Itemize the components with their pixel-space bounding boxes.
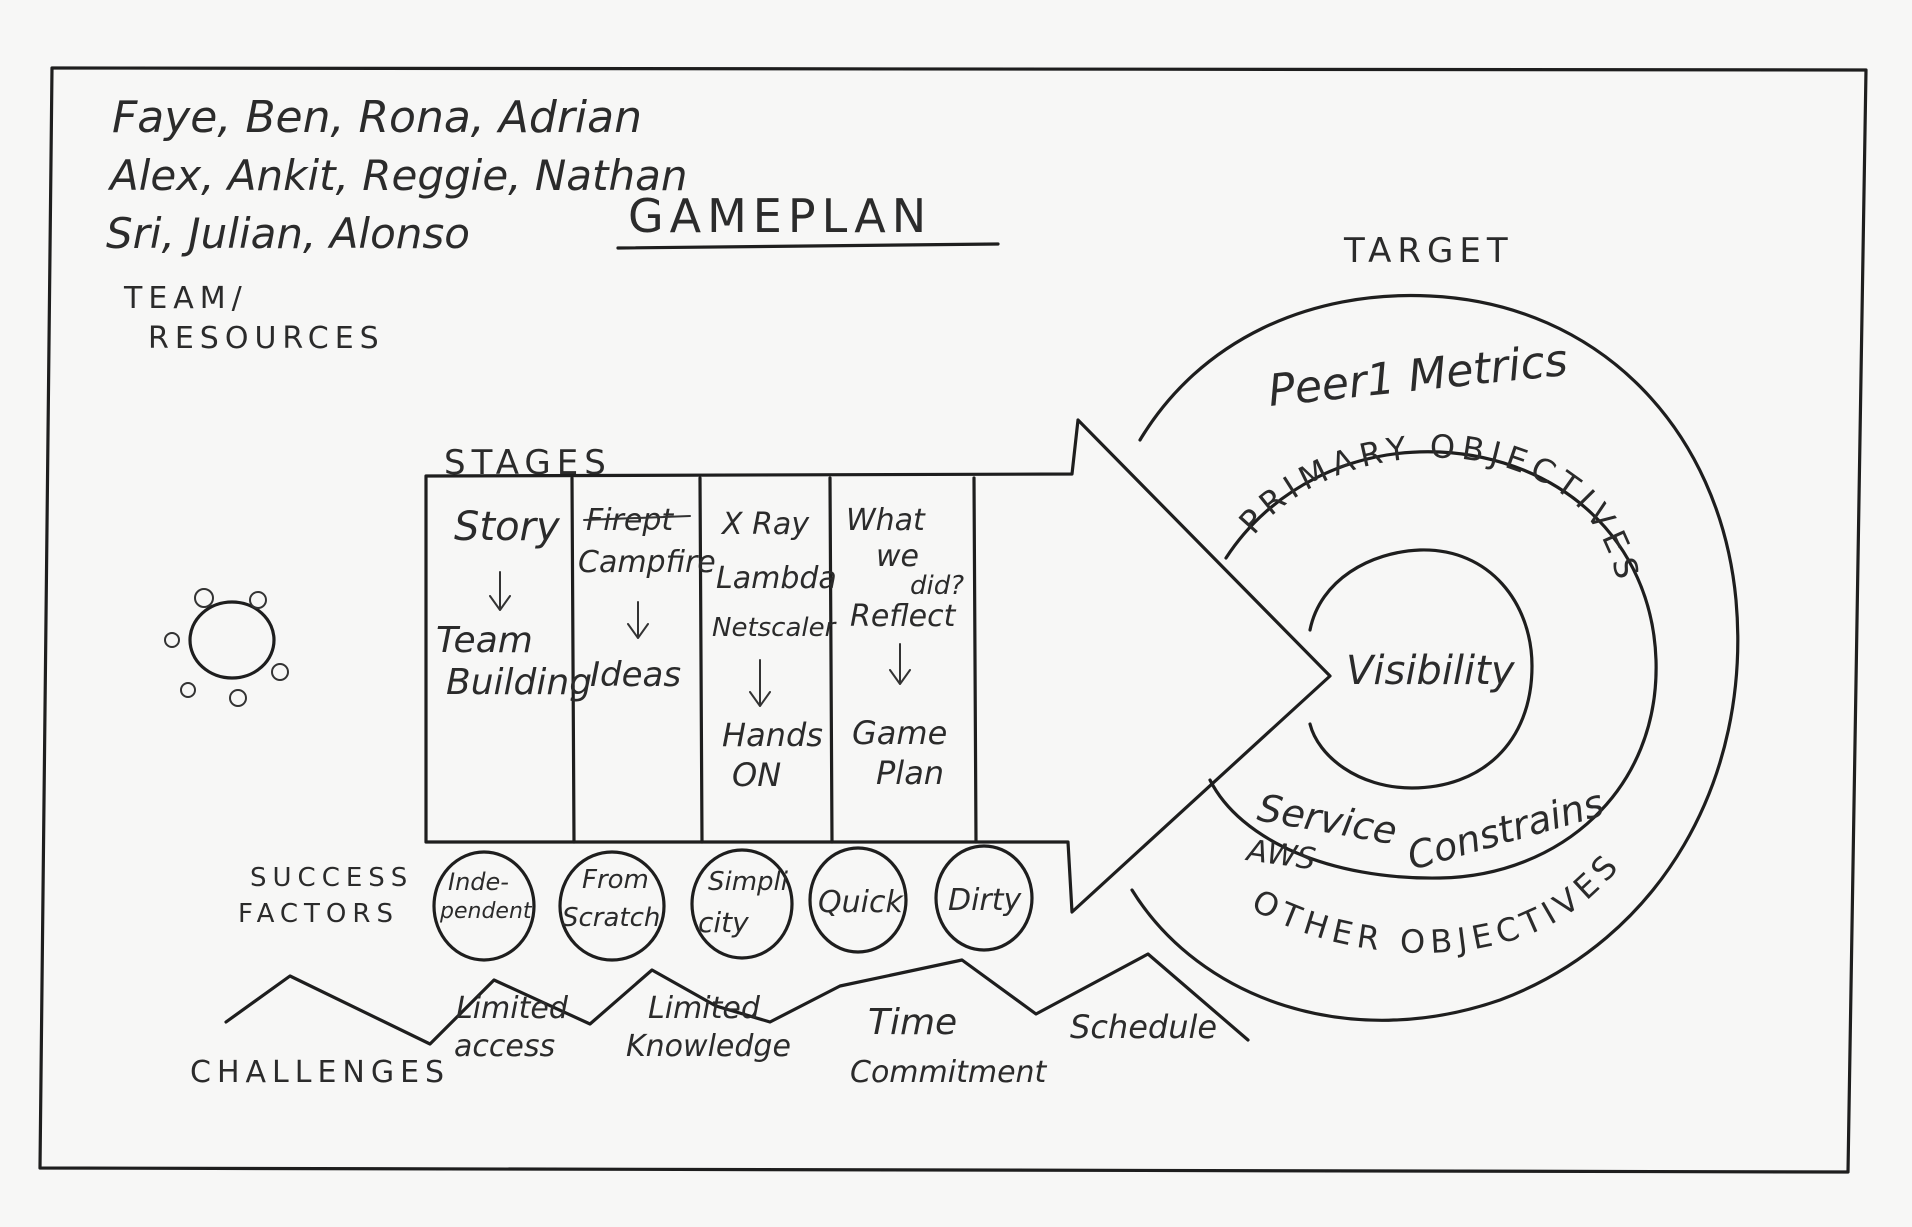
stage-4-bottom-2: Plan (876, 754, 944, 792)
challenge-3: Time Commitment (850, 1002, 1048, 1090)
challenge-4: Schedule (1070, 1008, 1217, 1046)
team-label-line-1: TEAM/ (123, 281, 248, 316)
success-factor-1: Inde- pendent (432, 850, 536, 962)
challenge-1: Limited access (454, 991, 569, 1064)
stage-2-top: Campfire (578, 545, 716, 580)
down-arrow-icon (889, 643, 911, 685)
team-line-1: Faye, Ben, Rona, Adrian (112, 92, 642, 143)
stage-column-3: X Ray Lambda Netscaler Hands ON (712, 507, 838, 794)
challenge-2-line-1: Limited (648, 991, 761, 1026)
down-arrow-icon (627, 601, 649, 639)
challenge-2-line-2: Knowledge (626, 1029, 791, 1064)
stage-4-bottom-1: Game (852, 714, 947, 752)
success-factor-3-line-2: city (698, 906, 749, 939)
challenges-label: CHALLENGES (190, 1055, 450, 1090)
success-factor-3-line-1: Simpli (708, 867, 789, 897)
stage-dividers (570, 476, 978, 844)
target-label: TARGET (1343, 231, 1514, 271)
down-arrow-icon (489, 571, 511, 611)
stage-3-top-3: Netscaler (712, 613, 838, 643)
outer-ring-label: Peer1 Metrics (1266, 335, 1570, 417)
page-frame (38, 66, 1868, 1174)
stage-2-bottom: Ideas (590, 655, 681, 695)
inner-ring (1308, 548, 1534, 790)
stage-3-top-2: Lambda (716, 561, 837, 596)
success-factor-5-line-1: Dirty (948, 883, 1023, 918)
challenge-1-line-1: Limited (456, 991, 569, 1026)
middle-ring (1208, 450, 1658, 880)
stage-4-top-3: did? (910, 571, 964, 601)
page-title: GAMEPLAN (628, 189, 932, 243)
down-arrow-icon (749, 659, 771, 707)
stage-column-1: Story Team Building (436, 504, 592, 703)
outer-ring (1130, 293, 1740, 1022)
stage-1-bottom-1: Team (436, 620, 533, 661)
stage-1-top: Story (454, 504, 561, 550)
success-factor-1-line-2: pendent (439, 899, 533, 924)
stage-4-top-1: What (846, 503, 926, 538)
success-factors-label: SUCCESS FACTORS (238, 863, 413, 929)
stages-arrow (424, 418, 1332, 914)
stage-2-struck: Firept (586, 503, 674, 538)
center-label: Visibility (1346, 648, 1516, 694)
team-resources-label: TEAM/ RESOURCES (123, 281, 385, 356)
stage-4-top-2: we (876, 539, 919, 574)
challenge-1-line-2: access (454, 1029, 555, 1064)
team-label-line-2: RESOURCES (148, 321, 385, 356)
team-line-3: Sri, Julian, Alonso (106, 209, 470, 258)
stage-4-top-4: Reflect (850, 599, 957, 634)
stage-3-bottom-2: ON (732, 756, 781, 794)
stage-column-4: What we did? Reflect Game Plan (846, 503, 964, 792)
strike-through (583, 515, 691, 521)
constraints-label: Constrains (1402, 781, 1608, 879)
round-table-icon (164, 588, 289, 707)
success-factor-2-line-1: From (582, 865, 649, 895)
success-label-line-1: SUCCESS (250, 863, 413, 893)
title-underline (616, 242, 1000, 250)
team-line-2: Alex, Ankit, Reggie, Nathan (107, 151, 687, 200)
challenge-3-line-1: Time (868, 1002, 957, 1043)
challenge-3-line-2: Commitment (850, 1055, 1048, 1090)
primary-objectives-label: PRIMARY OBJECTIVES (1231, 427, 1647, 588)
target-rings (1130, 293, 1740, 1022)
challenge-2: Limited Knowledge (626, 991, 791, 1064)
success-factor-2-line-2: Scratch (562, 903, 660, 933)
service-line-2: AWS (1243, 833, 1318, 877)
success-factor-3: Simpli city (690, 848, 794, 960)
success-label-line-2: FACTORS (238, 899, 399, 929)
stage-3-top-1: X Ray (720, 507, 810, 542)
team-names: Faye, Ben, Rona, Adrian Alex, Ankit, Reg… (106, 92, 687, 258)
success-factor-4: Quick (808, 846, 908, 954)
stage-3-bottom-1: Hands (722, 716, 823, 754)
primary-objectives-text: PRIMARY OBJECTIVES (1231, 427, 1641, 588)
success-factor-2: From Scratch (558, 850, 666, 962)
success-factor-1-line-1: Inde- (448, 868, 509, 896)
success-factor-5: Dirty (934, 844, 1034, 952)
success-factor-4-line-1: Quick (818, 885, 904, 920)
challenge-4-line-1: Schedule (1070, 1008, 1217, 1046)
stage-column-2: Firept Campfire Ideas (578, 503, 716, 695)
challenges-zigzag (224, 952, 1250, 1046)
stage-1-bottom-2: Building (446, 662, 592, 703)
